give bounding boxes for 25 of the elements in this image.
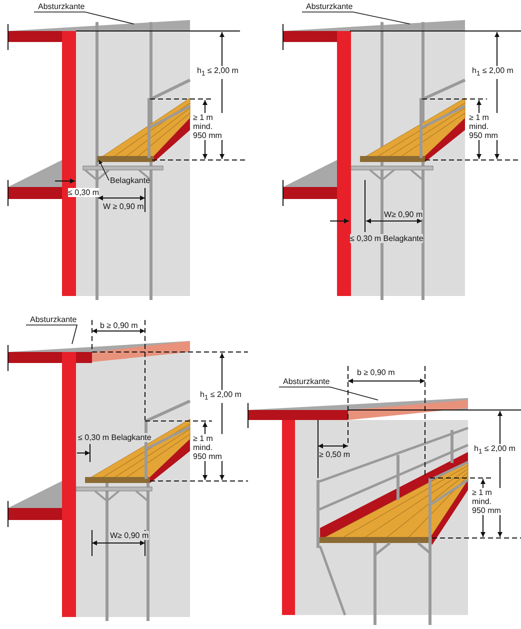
dimension-label: ≥ 0,50 m (319, 450, 350, 459)
callout-label: Absturzkante (30, 315, 77, 324)
dimension-label: ≥ 1 m mind. 950 mm (193, 434, 225, 461)
dimension-label: h$_{1}$ ≤ 2,00 m (197, 66, 238, 79)
leader-line (278, 386, 378, 400)
callout-label: Absturzkante (283, 377, 330, 386)
leader-line (34, 12, 134, 24)
dimension-label: h$_{1}$ ≤ 2,00 m (472, 66, 514, 79)
callout-label: Absturzkante (38, 2, 85, 11)
callout-label: Belagkante (110, 176, 150, 185)
dimension-label: h$_{1}$ ≤ 2,00 m (200, 390, 242, 403)
dimension-label: W≥ 0,90 m (384, 210, 423, 219)
dimension-label: b ≥ 0,90 m (357, 368, 395, 377)
dimension-label: b ≥ 0,90 m (100, 321, 138, 330)
dimension-label: W≥ 0,90 m (110, 531, 149, 540)
callout-label: Absturzkante (306, 2, 353, 11)
dimension-label: ≥ 1 m mind. 950 mm (193, 113, 225, 140)
dimension-label: ≤ 0,30 m (68, 188, 100, 197)
leader-line (26, 324, 78, 344)
dimension-label: h$_{1}$ ≤ 2,00 m (474, 444, 516, 457)
dimension-label: ≤ 0,30 m Belagkante (78, 433, 152, 442)
leader-line (98, 160, 110, 181)
dimension-label: W ≥ 0,90 m (103, 202, 144, 211)
leader-line (302, 12, 410, 24)
dimension-label: ≤ 0,30 m Belagkante (350, 234, 424, 243)
